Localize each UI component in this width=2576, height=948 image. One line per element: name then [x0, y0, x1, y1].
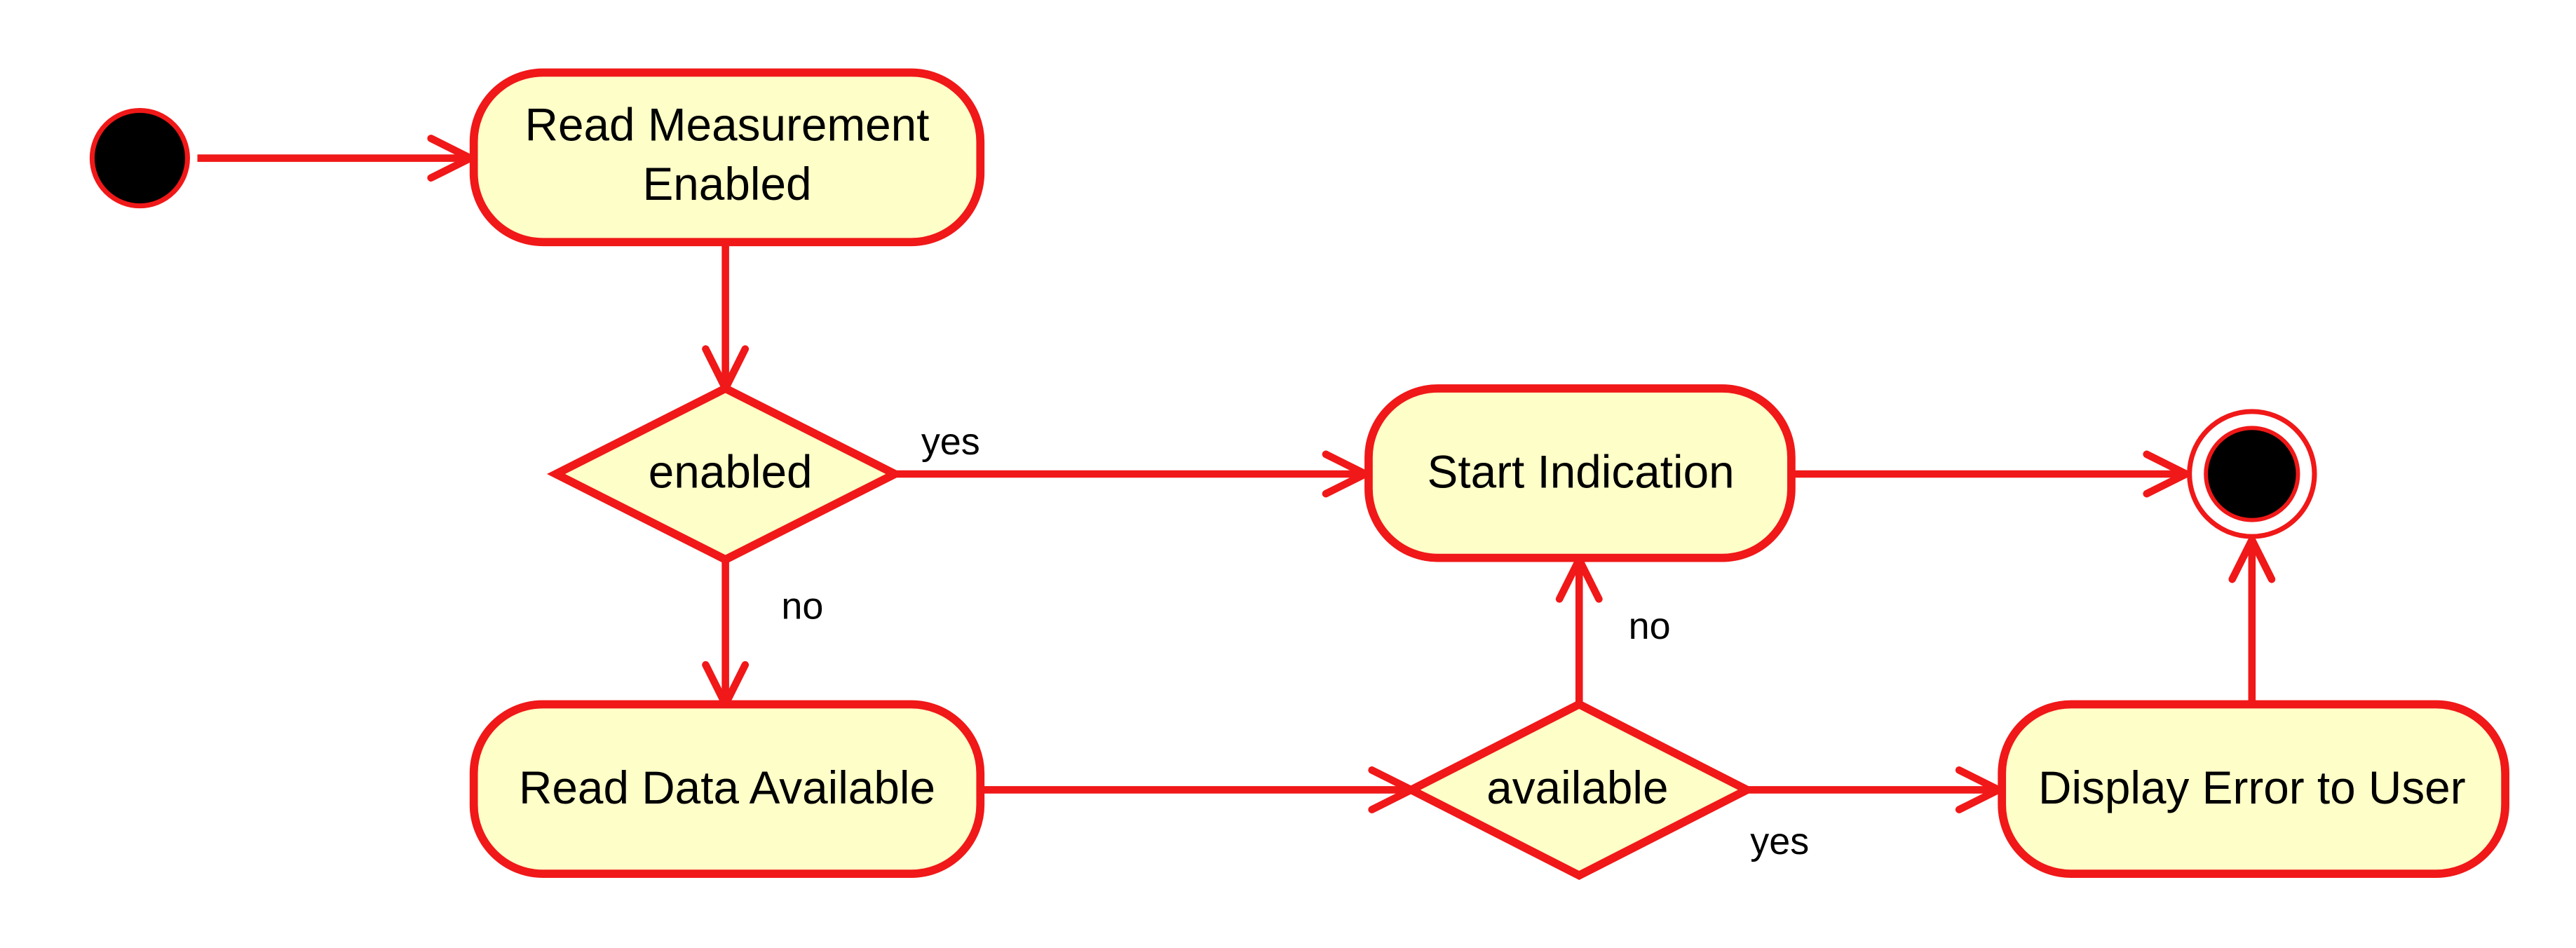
action-read-measurement-enabled: Read Measurement Enabled	[469, 68, 985, 247]
decision-enabled-label: enabled	[649, 447, 813, 498]
action-display-error: Display Error to User	[1998, 700, 2509, 878]
start-indication-label: Start Indication	[1428, 447, 1735, 498]
action-start-indication: Start Indication	[1364, 384, 1796, 562]
display-error-label: Display Error to User	[2038, 762, 2466, 813]
read-data-available-label: Read Data Available	[519, 762, 935, 813]
read-measurement-label-line2: Enabled	[642, 158, 811, 210]
edge-label-enabled-no: no	[781, 585, 823, 628]
decision-enabled: enabled	[546, 384, 904, 564]
edge-label-available-yes: yes	[1750, 820, 1809, 862]
read-measurement-label-line1: Read Measurement	[525, 100, 930, 151]
decision-available-label: available	[1486, 762, 1668, 813]
initial-node	[89, 107, 190, 209]
edges	[197, 154, 2256, 794]
decision-available: available	[1402, 699, 1756, 881]
final-node	[2187, 409, 2317, 539]
arrowhead-final-from-start	[2143, 450, 2190, 498]
edge-label-enabled-yes: yes	[921, 421, 980, 463]
edge-label-available-no: no	[1629, 605, 1671, 647]
arrowhead-final-from-display-error	[2228, 536, 2276, 583]
action-read-data-available: Read Data Available	[469, 700, 985, 878]
